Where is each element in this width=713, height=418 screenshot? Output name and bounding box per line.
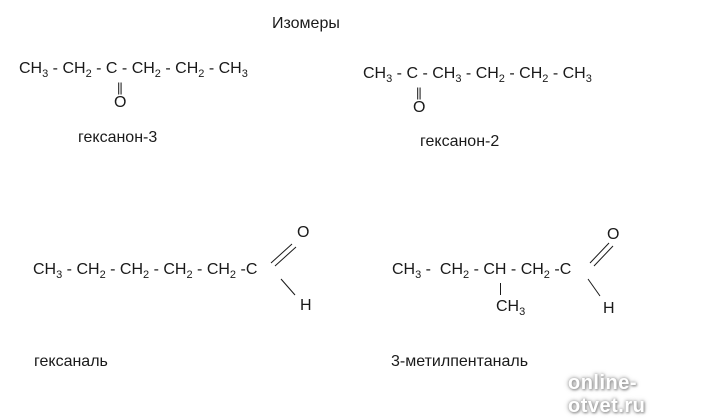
methyl-branch: CH3 [496,298,526,318]
oxygen-atom: O [413,99,426,116]
group-ch2: - CH2 [421,261,470,281]
group-ch2: - CH2 [160,60,205,80]
group-carbonyl-c: - C [91,60,118,77]
hydrogen-atom: H [603,300,615,317]
group-ch2: - CH2 [48,60,92,80]
group-ch3: CH3 [392,261,422,281]
molecule-name-3-methylpentanal: 3-метилпентаналь [391,353,529,370]
group-ch3: CH3 [363,65,393,85]
group-ch2: - CH2 [461,65,505,85]
group-ch2: - CH2 [506,261,550,281]
group-ch2: - CH2 [149,261,193,281]
watermark: online-otvet.ru [568,372,646,417]
single-bond-icon [500,283,501,295]
diagram-title: Изомеры [272,15,340,32]
group-ch2: - CH2 [192,261,237,281]
group-ch3: - CH3 [204,60,248,80]
double-bond-icon: || [117,80,123,95]
molecule-name-hexan-2-one: гексанон-2 [420,133,500,150]
group-ch3: CH3 [33,261,63,281]
group-ch2: - CH2 [105,261,150,281]
formula-hexan-2-one: CH3 - C - CH3 - CH2 - CH2 - CH3 [363,65,592,85]
molecule-name-hexan-3-one: гексанон-3 [78,129,158,146]
molecule-name-hexanal: гексаналь [34,353,108,370]
hydrogen-atom: H [300,297,312,314]
group-aldehyde-c: -C [549,261,572,278]
group-ch3: CH3 [19,60,49,80]
oxygen-atom: O [297,224,310,241]
group-ch3: - CH3 [548,65,592,85]
formula-hexanal: CH3 - CH2 - CH2 - CH2 - CH2 -C [33,261,258,281]
group-carbonyl-c: - C [392,65,419,82]
oxygen-atom: O [607,226,620,243]
formula-hexan-3-one: CH3 - CH2 - C - CH2 - CH2 - CH3 [19,60,248,80]
oxygen-atom: O [114,94,127,111]
group-ch3: - CH3 [418,65,462,85]
group-ch2: - CH2 [504,65,549,85]
group-ch: - CH [469,261,507,278]
bond-lines-icon [270,242,614,297]
group-aldehyde-c: -C [236,261,258,278]
double-bond-icon: || [416,85,422,100]
group-ch2: - CH2 [117,60,161,80]
group-ch2: - CH2 [62,261,106,281]
formula-3-methylpentanal: CH3 - CH2 - CH - CH2 -C [392,261,572,281]
